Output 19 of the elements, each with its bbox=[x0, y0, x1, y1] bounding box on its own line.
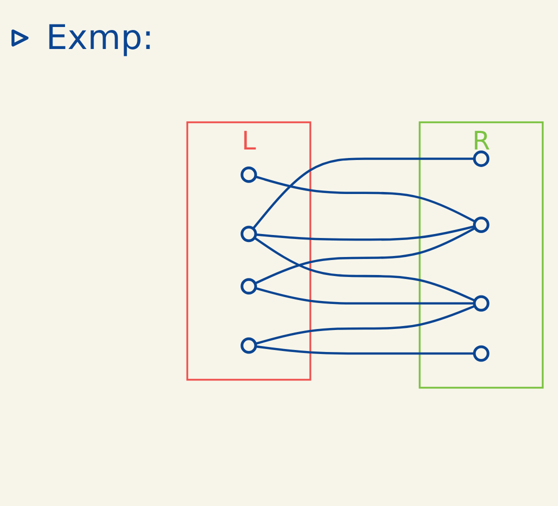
node-circle bbox=[473, 216, 490, 234]
node-circle bbox=[473, 345, 490, 362]
connector bbox=[254, 227, 476, 284]
connector bbox=[254, 236, 476, 302]
connector bbox=[252, 158, 474, 230]
node-circle bbox=[473, 150, 490, 167]
connector bbox=[256, 225, 475, 241]
node-circle bbox=[240, 337, 257, 354]
connector bbox=[255, 287, 474, 305]
node-circle bbox=[473, 295, 490, 312]
cluster: L bbox=[186, 121, 312, 381]
connector bbox=[255, 304, 476, 345]
connector bbox=[255, 345, 474, 355]
connector bbox=[255, 176, 476, 223]
node-circle bbox=[240, 226, 257, 242]
cluster: R bbox=[418, 121, 544, 389]
node-circle bbox=[240, 166, 257, 183]
title: Exmp: bbox=[46, 18, 154, 58]
node-circle bbox=[240, 278, 257, 295]
